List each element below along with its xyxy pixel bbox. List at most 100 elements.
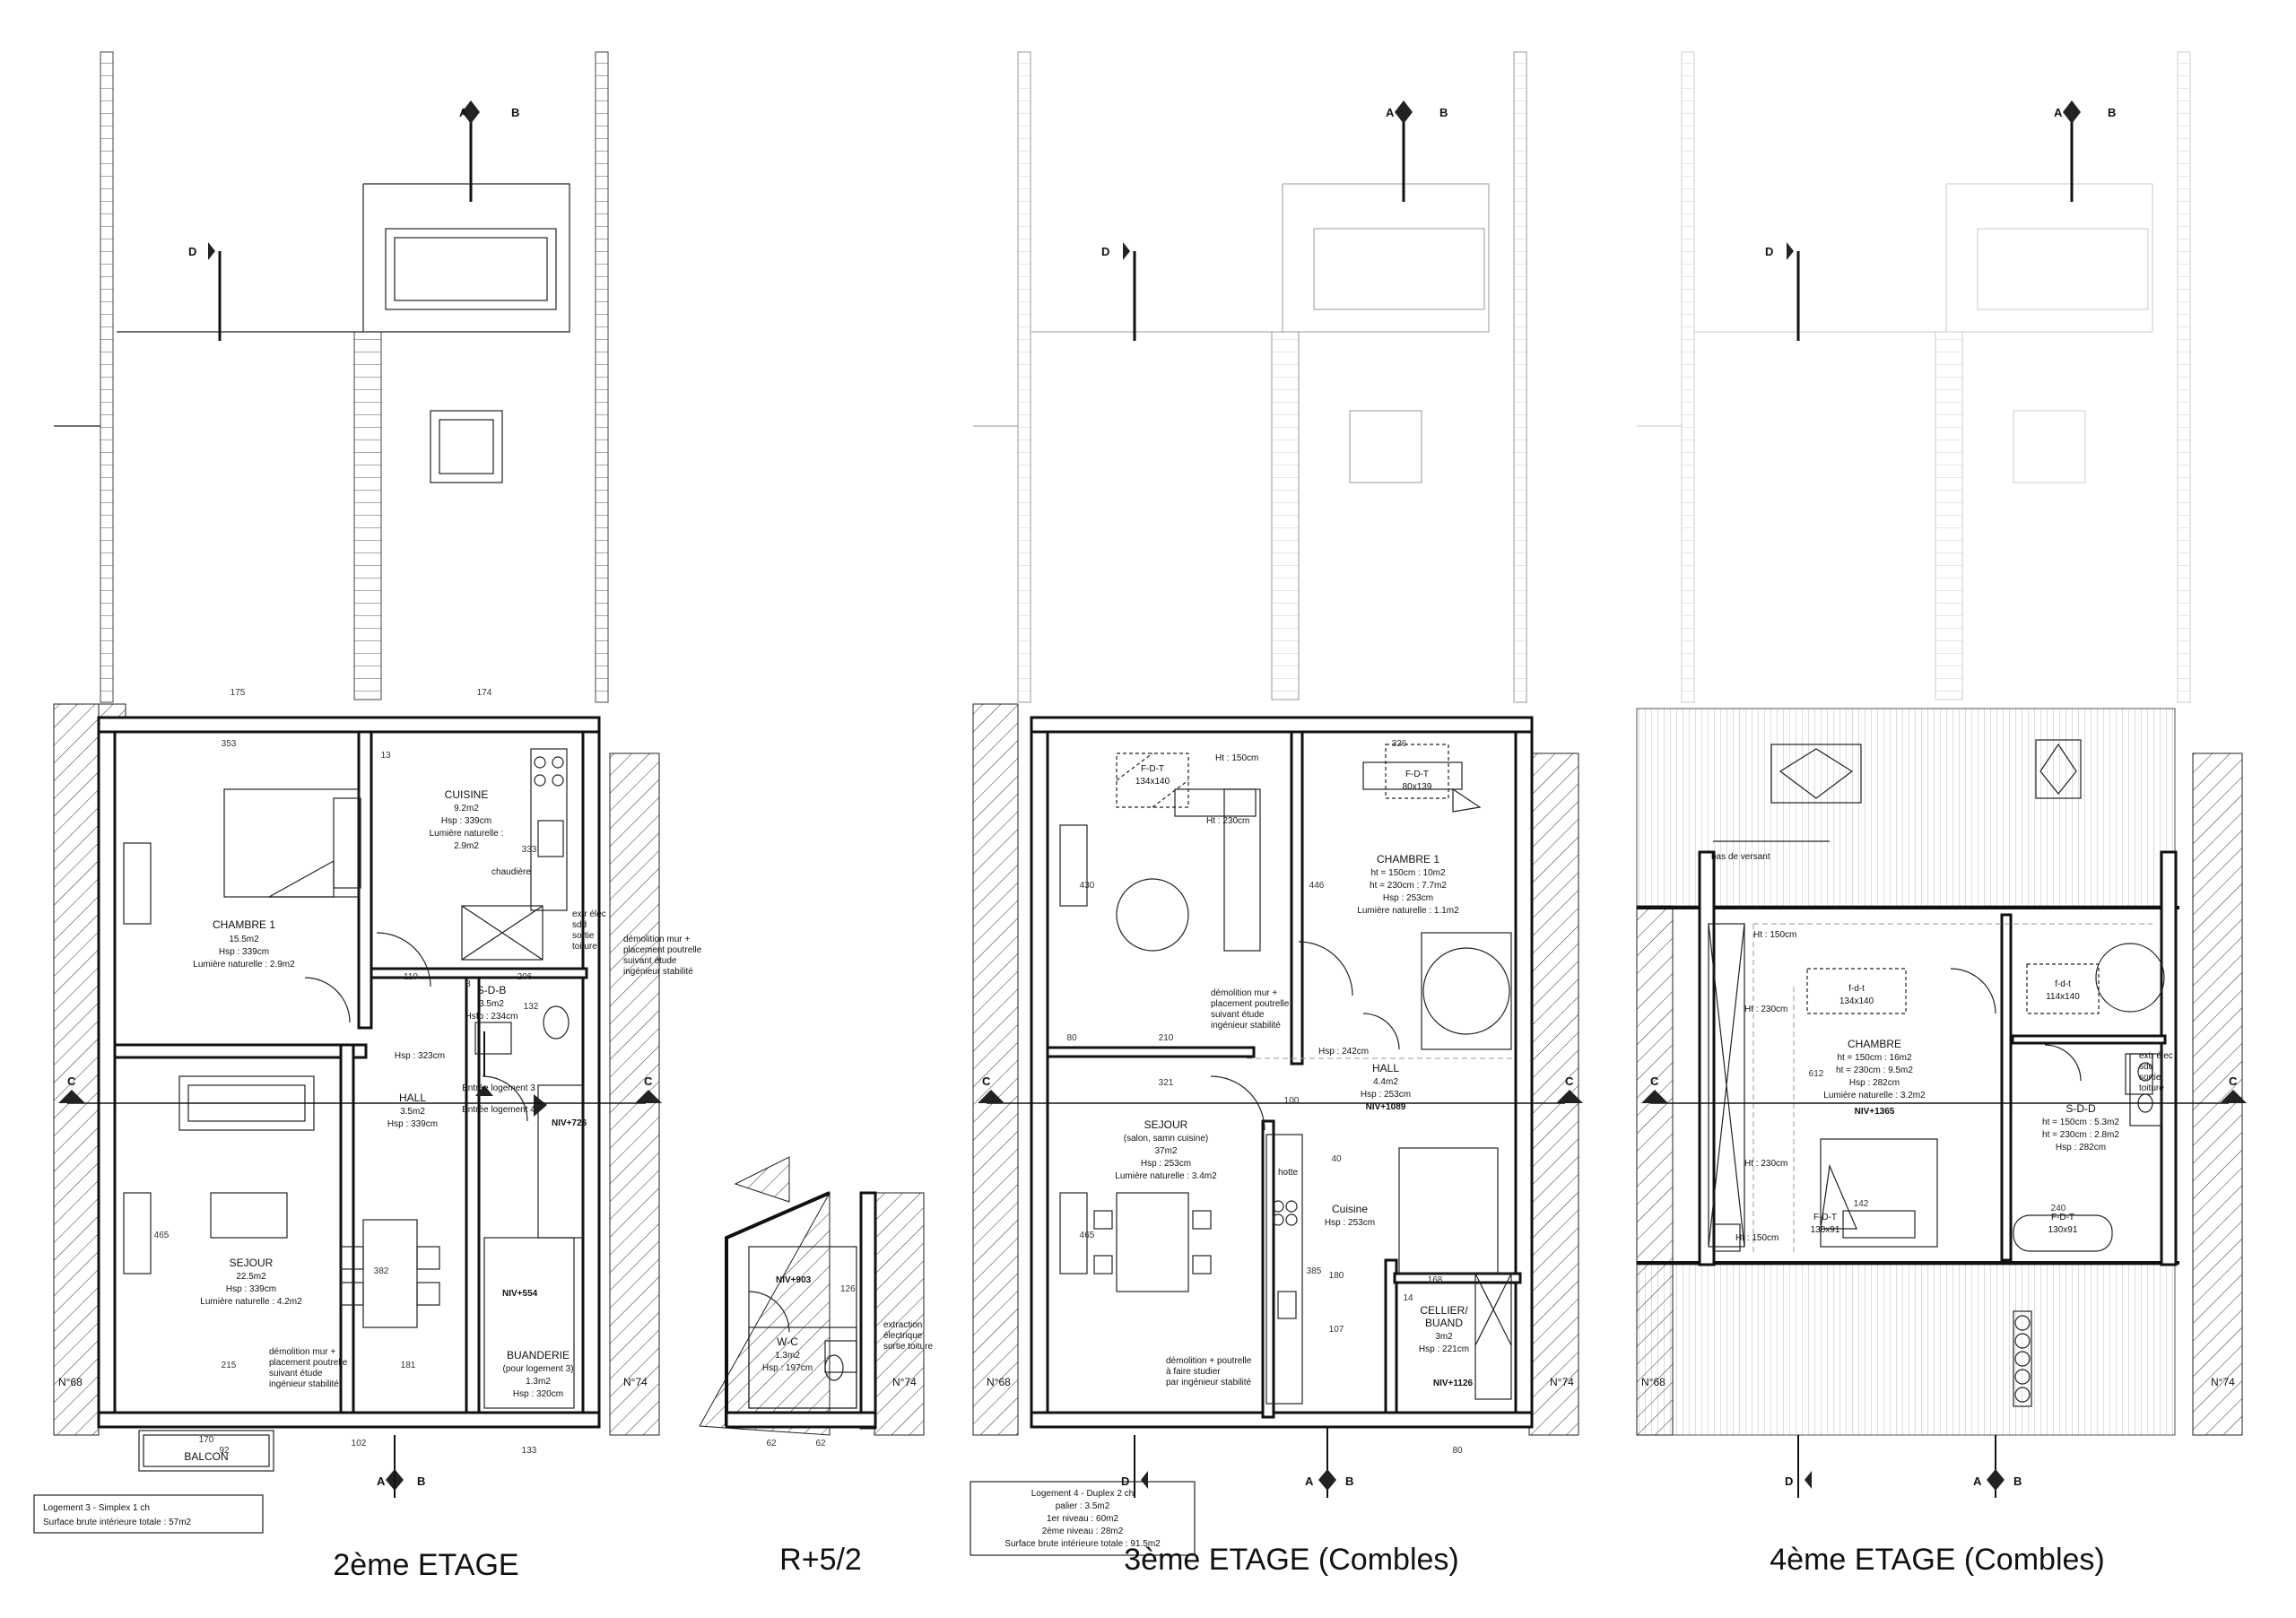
floor4-sdd-l1: ht = 150cm : 5.3m2 — [2042, 1118, 2119, 1127]
floor3-dim: 465 — [1080, 1231, 1095, 1240]
floor4-sdd-l2: ht = 230cm : 2.8m2 — [2042, 1130, 2119, 1140]
floor4-extr-l2: sdd — [2139, 1062, 2153, 1072]
floor3-dim: 430 — [1080, 881, 1095, 891]
floor2-buanderie-hsp: Hsp : 320cm — [513, 1389, 563, 1399]
floor3-niv1126: NIV+1126 — [1433, 1379, 1474, 1388]
floor2-b-bottom: B — [417, 1474, 425, 1488]
floor3-cellier-area: 3m2 — [1435, 1332, 1453, 1342]
mezz-title: R+5/2 — [779, 1543, 862, 1577]
floor2-sejour-area: 22.5m2 — [236, 1272, 266, 1282]
mezz-plan: NIV+903 W-C 1.3m2 Hsp : 197cm extraction… — [699, 1156, 933, 1448]
floor2-dim: 174 — [477, 688, 492, 698]
floor2-b-top: B — [511, 106, 519, 119]
floor3-fdt1-l2: 134x140 — [1135, 777, 1170, 787]
floor2-dim: 132 — [524, 1002, 539, 1012]
floor3-dim: 385 — [1307, 1266, 1322, 1276]
floor2-chambre-light: Lumière naturelle : 2.9m2 — [193, 960, 295, 970]
floor4-a-top: A — [2054, 106, 2063, 119]
floor2-sdb-label: S-D-B — [477, 984, 507, 996]
floor4-bas: bas de versant — [1711, 852, 1770, 862]
floor4-chambre-l4: Lumière naturelle : 3.2m2 — [1823, 1091, 1926, 1100]
floor2-dim: 382 — [374, 1266, 389, 1276]
floor4-chambre-l3: Hsp : 282cm — [1849, 1078, 1900, 1088]
floor2-chambre-label: CHAMBRE 1 — [213, 918, 275, 931]
floor3-b-top: B — [1439, 106, 1448, 119]
floor3-legend-l3: 1er niveau : 60m2 — [1047, 1514, 1118, 1524]
floor3-hall-label: HALL — [1372, 1062, 1399, 1074]
mezz-niv903: NIV+903 — [776, 1275, 812, 1285]
floor2-extr-l3: sortie — [572, 931, 595, 941]
mezz-wc-area: 1.3m2 — [775, 1351, 800, 1361]
floor2-niv726: NIV+726 — [552, 1118, 587, 1128]
floor2-hall-hsp: Hsp : 339cm — [387, 1119, 438, 1129]
floor2-balcon: BALCON — [184, 1450, 228, 1463]
floor3-ht230: Ht : 230cm — [1206, 816, 1249, 826]
floor4-c-left: C — [1650, 1074, 1659, 1088]
floor4-fdt3-l2: 130x91 — [1811, 1225, 1840, 1235]
floor2-dim: 133 — [522, 1446, 537, 1456]
floor2-a-bottom: A — [377, 1474, 386, 1488]
floor2-chambre-area: 15.5m2 — [229, 935, 259, 944]
floor2-dim: 92 — [219, 1446, 230, 1456]
floor2-demol1-l3: suivant étude — [269, 1369, 323, 1379]
floor4-dim: 142 — [1854, 1199, 1869, 1209]
floor4-walls — [1637, 850, 2179, 1266]
floor2-walls — [97, 716, 601, 1429]
floor3-chambre-label: CHAMBRE 1 — [1377, 853, 1439, 866]
floor3-dim: 107 — [1329, 1325, 1344, 1335]
floor3-hall-niv: NIV+1089 — [1366, 1102, 1406, 1112]
floor2-extr-l1: extr élec — [572, 909, 606, 919]
floor3-legend-l2: palier : 3.5m2 — [1056, 1501, 1110, 1511]
floor2-dim: 175 — [230, 688, 246, 698]
floor2-extr-l4: toiture — [572, 942, 597, 952]
floor2-hall-area: 3.5m2 — [400, 1107, 425, 1117]
floor2-entree3: Entrée logement 3 — [462, 1083, 535, 1093]
floor3-hall-area: 4.4m2 — [1373, 1077, 1398, 1087]
floor4-furniture — [1708, 739, 2165, 1407]
floor3-ht150: Ht : 150cm — [1215, 753, 1258, 763]
floor2-niv554: NIV+554 — [502, 1289, 538, 1299]
floor3-dim: 180 — [1329, 1271, 1344, 1281]
floor3-fdt2-l1: F-D-T — [1405, 770, 1429, 779]
floor2-demol1-l1: démolition mur + — [269, 1347, 335, 1357]
floor2-c-right: C — [644, 1074, 653, 1088]
floor3-b-bottom: B — [1345, 1474, 1353, 1488]
floor4-a-bottom: A — [1973, 1474, 1982, 1488]
floor3-hsp242: Hsp : 242cm — [1318, 1047, 1369, 1057]
floor3-dim: 80 — [1452, 1446, 1463, 1456]
floor3-demol2-l2: à faire studier — [1166, 1367, 1221, 1377]
mezz-extraction-l2: électrique — [883, 1331, 923, 1341]
floor3-demol2-l3: par ingénieur stabilité — [1166, 1378, 1251, 1387]
mezz-dim: 62 — [815, 1439, 826, 1448]
floor3-legend-l5: Surface brute intérieure totale : 91.5m2 — [1004, 1539, 1161, 1549]
mezz-dim: 126 — [840, 1284, 856, 1294]
floor3-a-top: A — [1386, 106, 1395, 119]
floor4-sdd-l3: Hsp : 282cm — [2056, 1143, 2106, 1153]
floor2-neighbor-right: N°74 — [623, 1376, 648, 1388]
floor3-section-c — [978, 1090, 1583, 1498]
floor4-dim: 612 — [1809, 1069, 1824, 1079]
floor4-title: 4ème ETAGE (Combles) — [1770, 1543, 2104, 1577]
mezz-neighbor-right: N°74 — [892, 1376, 917, 1388]
floor2-dim: 215 — [222, 1361, 237, 1370]
floor2-demol1-l4: ingénieur stabilité — [269, 1379, 339, 1389]
floor2-dim: 170 — [199, 1435, 214, 1445]
floor3-dim: 40 — [1331, 1154, 1342, 1164]
floor4-chambre-l2: ht = 230cm : 9.5m2 — [1836, 1066, 1913, 1075]
floor2-legend-l1: Logement 3 - Simplex 1 ch — [43, 1503, 150, 1513]
floor3-furniture — [1059, 744, 1516, 1405]
floor3-fdt2-l2: 80x139 — [1403, 782, 1432, 792]
floor2-chambre-hsp: Hsp : 339cm — [219, 947, 269, 957]
floor4-plan: bas de versant Ht : 150cm Ht : 230cm Ht … — [1636, 51, 2247, 1498]
floor4-b-top: B — [2108, 106, 2116, 119]
floor2-plan: CHAMBRE 1 15.5m2 Hsp : 339cm Lumière nat… — [33, 51, 702, 1534]
floor4-chambre-label: CHAMBRE — [1848, 1038, 1901, 1050]
floor3-demol1-l2: placement poutrelle — [1211, 999, 1290, 1009]
mezz-wc-label: W-C — [777, 1335, 798, 1348]
floor4-ht230-low: Ht : 230cm — [1744, 1159, 1787, 1169]
floor4-chambre-l1: ht = 150cm : 16m2 — [1837, 1053, 1912, 1063]
floor2-dim: 206 — [517, 972, 533, 982]
floor2-cuisine-hsp: Hsp : 339cm — [441, 816, 491, 826]
floor2-dim: 110 — [404, 972, 418, 982]
